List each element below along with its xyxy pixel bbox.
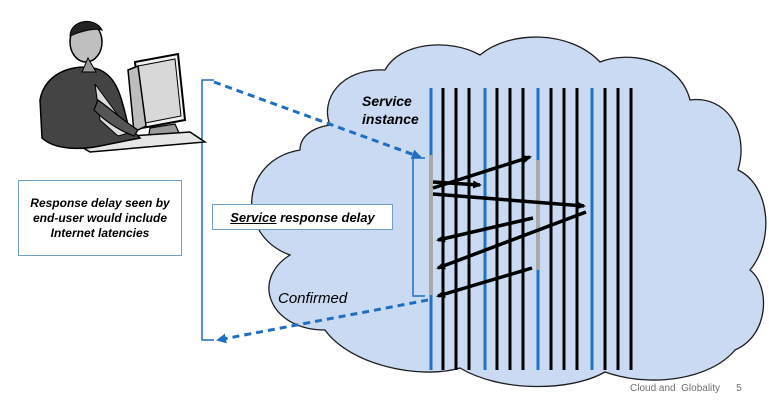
end-user-delay-box: Response delay seen by end-user would in… bbox=[18, 180, 182, 256]
service-word: Service bbox=[230, 209, 277, 225]
end-user-delay-text: Response delay seen by end-user would in… bbox=[30, 195, 170, 240]
service-response-delay-box: Service response delay bbox=[212, 204, 393, 230]
response-delay-text: response delay bbox=[276, 209, 375, 225]
page-number: 5 bbox=[736, 383, 742, 394]
request-arrow bbox=[213, 80, 422, 159]
end-user-bracket bbox=[201, 79, 214, 341]
message-arrows bbox=[432, 155, 587, 298]
service-instance-label: Service instance bbox=[362, 93, 419, 127]
footer-title: Cloud and Globality bbox=[630, 383, 721, 394]
footer: Cloud and Globality 5 bbox=[630, 383, 742, 394]
confirmed-label: Confirmed bbox=[278, 290, 348, 307]
dashed-arrows bbox=[213, 80, 429, 344]
user-at-computer-illustration bbox=[39, 21, 208, 153]
